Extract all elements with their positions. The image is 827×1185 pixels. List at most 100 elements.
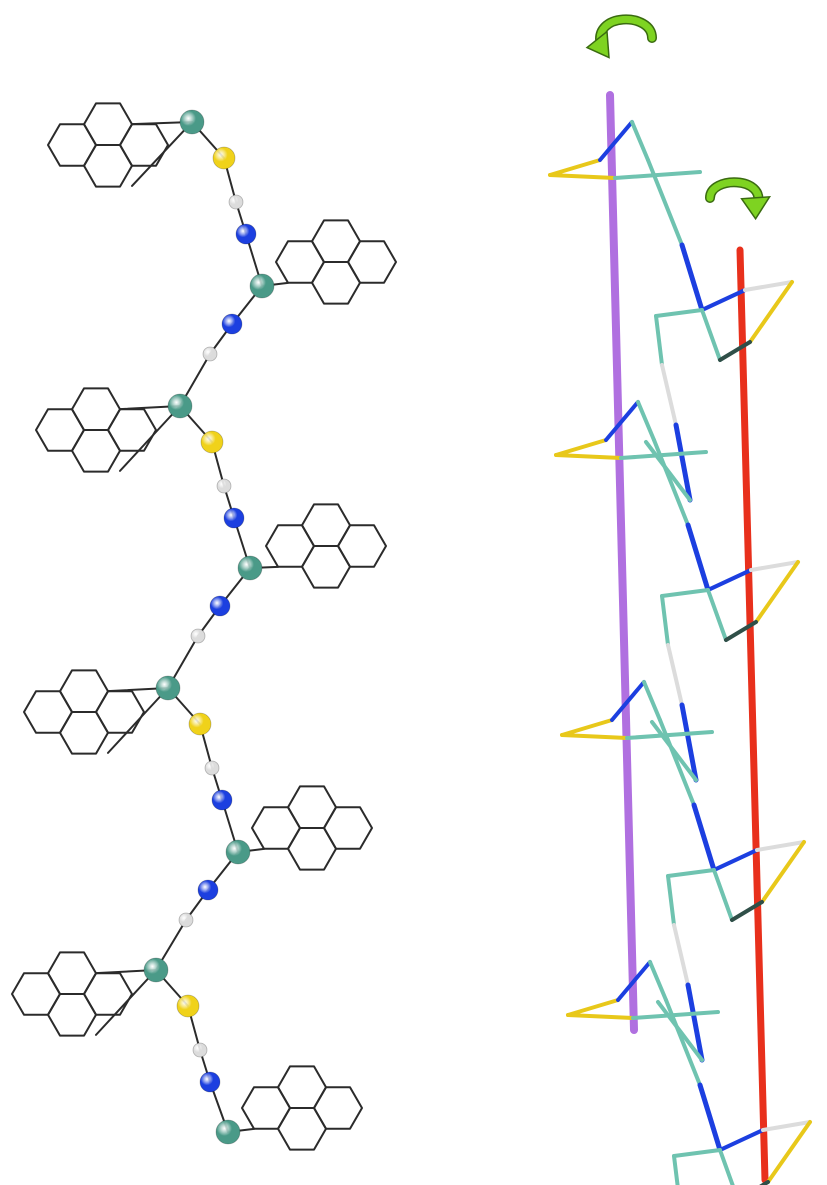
nitrogen-atom <box>235 223 257 245</box>
stick-bond <box>672 1148 722 1158</box>
arrow-head <box>585 30 610 59</box>
metal-atom <box>143 957 169 983</box>
metal-atom <box>249 273 275 299</box>
pyrene-ligand <box>47 102 169 188</box>
aromatic-ring <box>313 1086 363 1130</box>
stick-bond <box>630 120 650 162</box>
stick-bond <box>718 1148 735 1185</box>
carbon-atom <box>204 760 220 776</box>
aromatic-ring <box>241 1086 291 1130</box>
stick-bond <box>673 422 693 503</box>
stick-bond <box>706 568 753 592</box>
stick-bond <box>666 874 676 927</box>
stick-bond <box>625 730 714 740</box>
sulfur-atom <box>176 994 200 1018</box>
aromatic-ring <box>95 690 145 734</box>
nitrogen-atom <box>197 879 219 901</box>
pyrene-ligand <box>11 951 133 1037</box>
metal-atom-sphere <box>237 555 263 581</box>
stick-bond <box>652 438 690 527</box>
sulfur-atom-sphere <box>212 146 236 170</box>
sulfur-atom-sphere <box>176 994 200 1018</box>
stick-bond <box>712 848 759 872</box>
metal-ligand-bond <box>107 687 169 754</box>
metal-ligand-bond <box>95 969 157 1036</box>
carbon-atom-sphere <box>204 760 220 776</box>
carbon-atom-sphere <box>228 194 244 210</box>
carbon-atom-sphere <box>192 1042 208 1058</box>
metal-atom-sphere <box>179 109 205 135</box>
nitrogen-atom <box>199 1071 221 1093</box>
stick-bond <box>712 868 734 922</box>
carbon-atom <box>228 194 244 210</box>
nitrogen-atom <box>223 507 245 529</box>
aromatic-ring <box>35 408 85 452</box>
nitrogen-atom-sphere <box>197 879 219 901</box>
aromatic-ring <box>311 261 361 305</box>
metal-atom <box>225 839 251 865</box>
stick-bond <box>566 1013 635 1020</box>
stick-bond <box>654 308 704 318</box>
aromatic-ring <box>59 711 109 755</box>
aromatic-ring <box>23 690 73 734</box>
sulfur-atom-sphere <box>200 430 224 454</box>
carbon-atom <box>202 346 218 362</box>
aromatic-ring <box>311 219 361 263</box>
nitrogen-atom-sphere <box>221 313 243 335</box>
stick-bond <box>743 280 794 292</box>
stick-bond <box>598 120 634 162</box>
aromatic-ring <box>277 1065 327 1109</box>
stick-bond <box>660 594 670 647</box>
aromatic-ring <box>251 806 301 850</box>
aromatic-ring <box>301 545 351 589</box>
pyrene-ligand <box>241 1065 363 1151</box>
aromatic-ring <box>287 827 337 871</box>
helix-repeat-unit <box>554 400 800 783</box>
metal-atom <box>237 555 263 581</box>
carbon-atom-sphere <box>190 628 206 644</box>
aromatic-ring <box>83 972 133 1016</box>
arrow-body <box>706 178 762 209</box>
stick-bond <box>724 620 758 642</box>
helix-repeat-unit <box>560 680 806 1063</box>
metal-atom <box>155 675 181 701</box>
metal-atom <box>215 1119 241 1145</box>
aromatic-ring <box>71 387 121 431</box>
nitrogen-atom-sphere <box>209 595 231 617</box>
stick-bond <box>761 1120 812 1132</box>
nitrogen-atom-sphere <box>211 789 233 811</box>
carbon-atom <box>178 912 194 928</box>
stick-bond <box>666 643 684 707</box>
stick-bond <box>754 560 800 624</box>
carbon-atom-sphere <box>202 346 218 362</box>
stick-bond <box>700 308 722 362</box>
stick-bond <box>718 340 752 362</box>
metal-atom <box>179 109 205 135</box>
stick-bond <box>766 1120 812 1184</box>
nitrogen-atom <box>209 595 231 617</box>
stick-bond <box>636 400 656 442</box>
carbon-atom-sphere <box>178 912 194 928</box>
stick-bond <box>631 1010 720 1020</box>
stick-bond <box>604 400 640 442</box>
metal-atom <box>167 393 193 419</box>
stick-bond <box>672 923 690 987</box>
aromatic-ring <box>59 669 109 713</box>
stick-bond <box>685 982 705 1063</box>
aromatic-ring <box>107 408 157 452</box>
aromatic-ring <box>47 123 97 167</box>
pyrene-ligand <box>35 387 157 473</box>
nitrogen-atom-sphere <box>223 507 245 529</box>
aromatic-ring <box>347 240 397 284</box>
aromatic-ring <box>11 972 61 1016</box>
helix-axis-left <box>606 91 638 1034</box>
metal-atom-sphere <box>155 675 181 701</box>
stick-bond <box>697 1082 723 1153</box>
stick-bond <box>706 588 728 642</box>
aromatic-ring <box>265 524 315 568</box>
metal-atom-sphere <box>225 839 251 865</box>
nitrogen-atom-sphere <box>235 223 257 245</box>
stick-bond <box>718 1128 765 1152</box>
